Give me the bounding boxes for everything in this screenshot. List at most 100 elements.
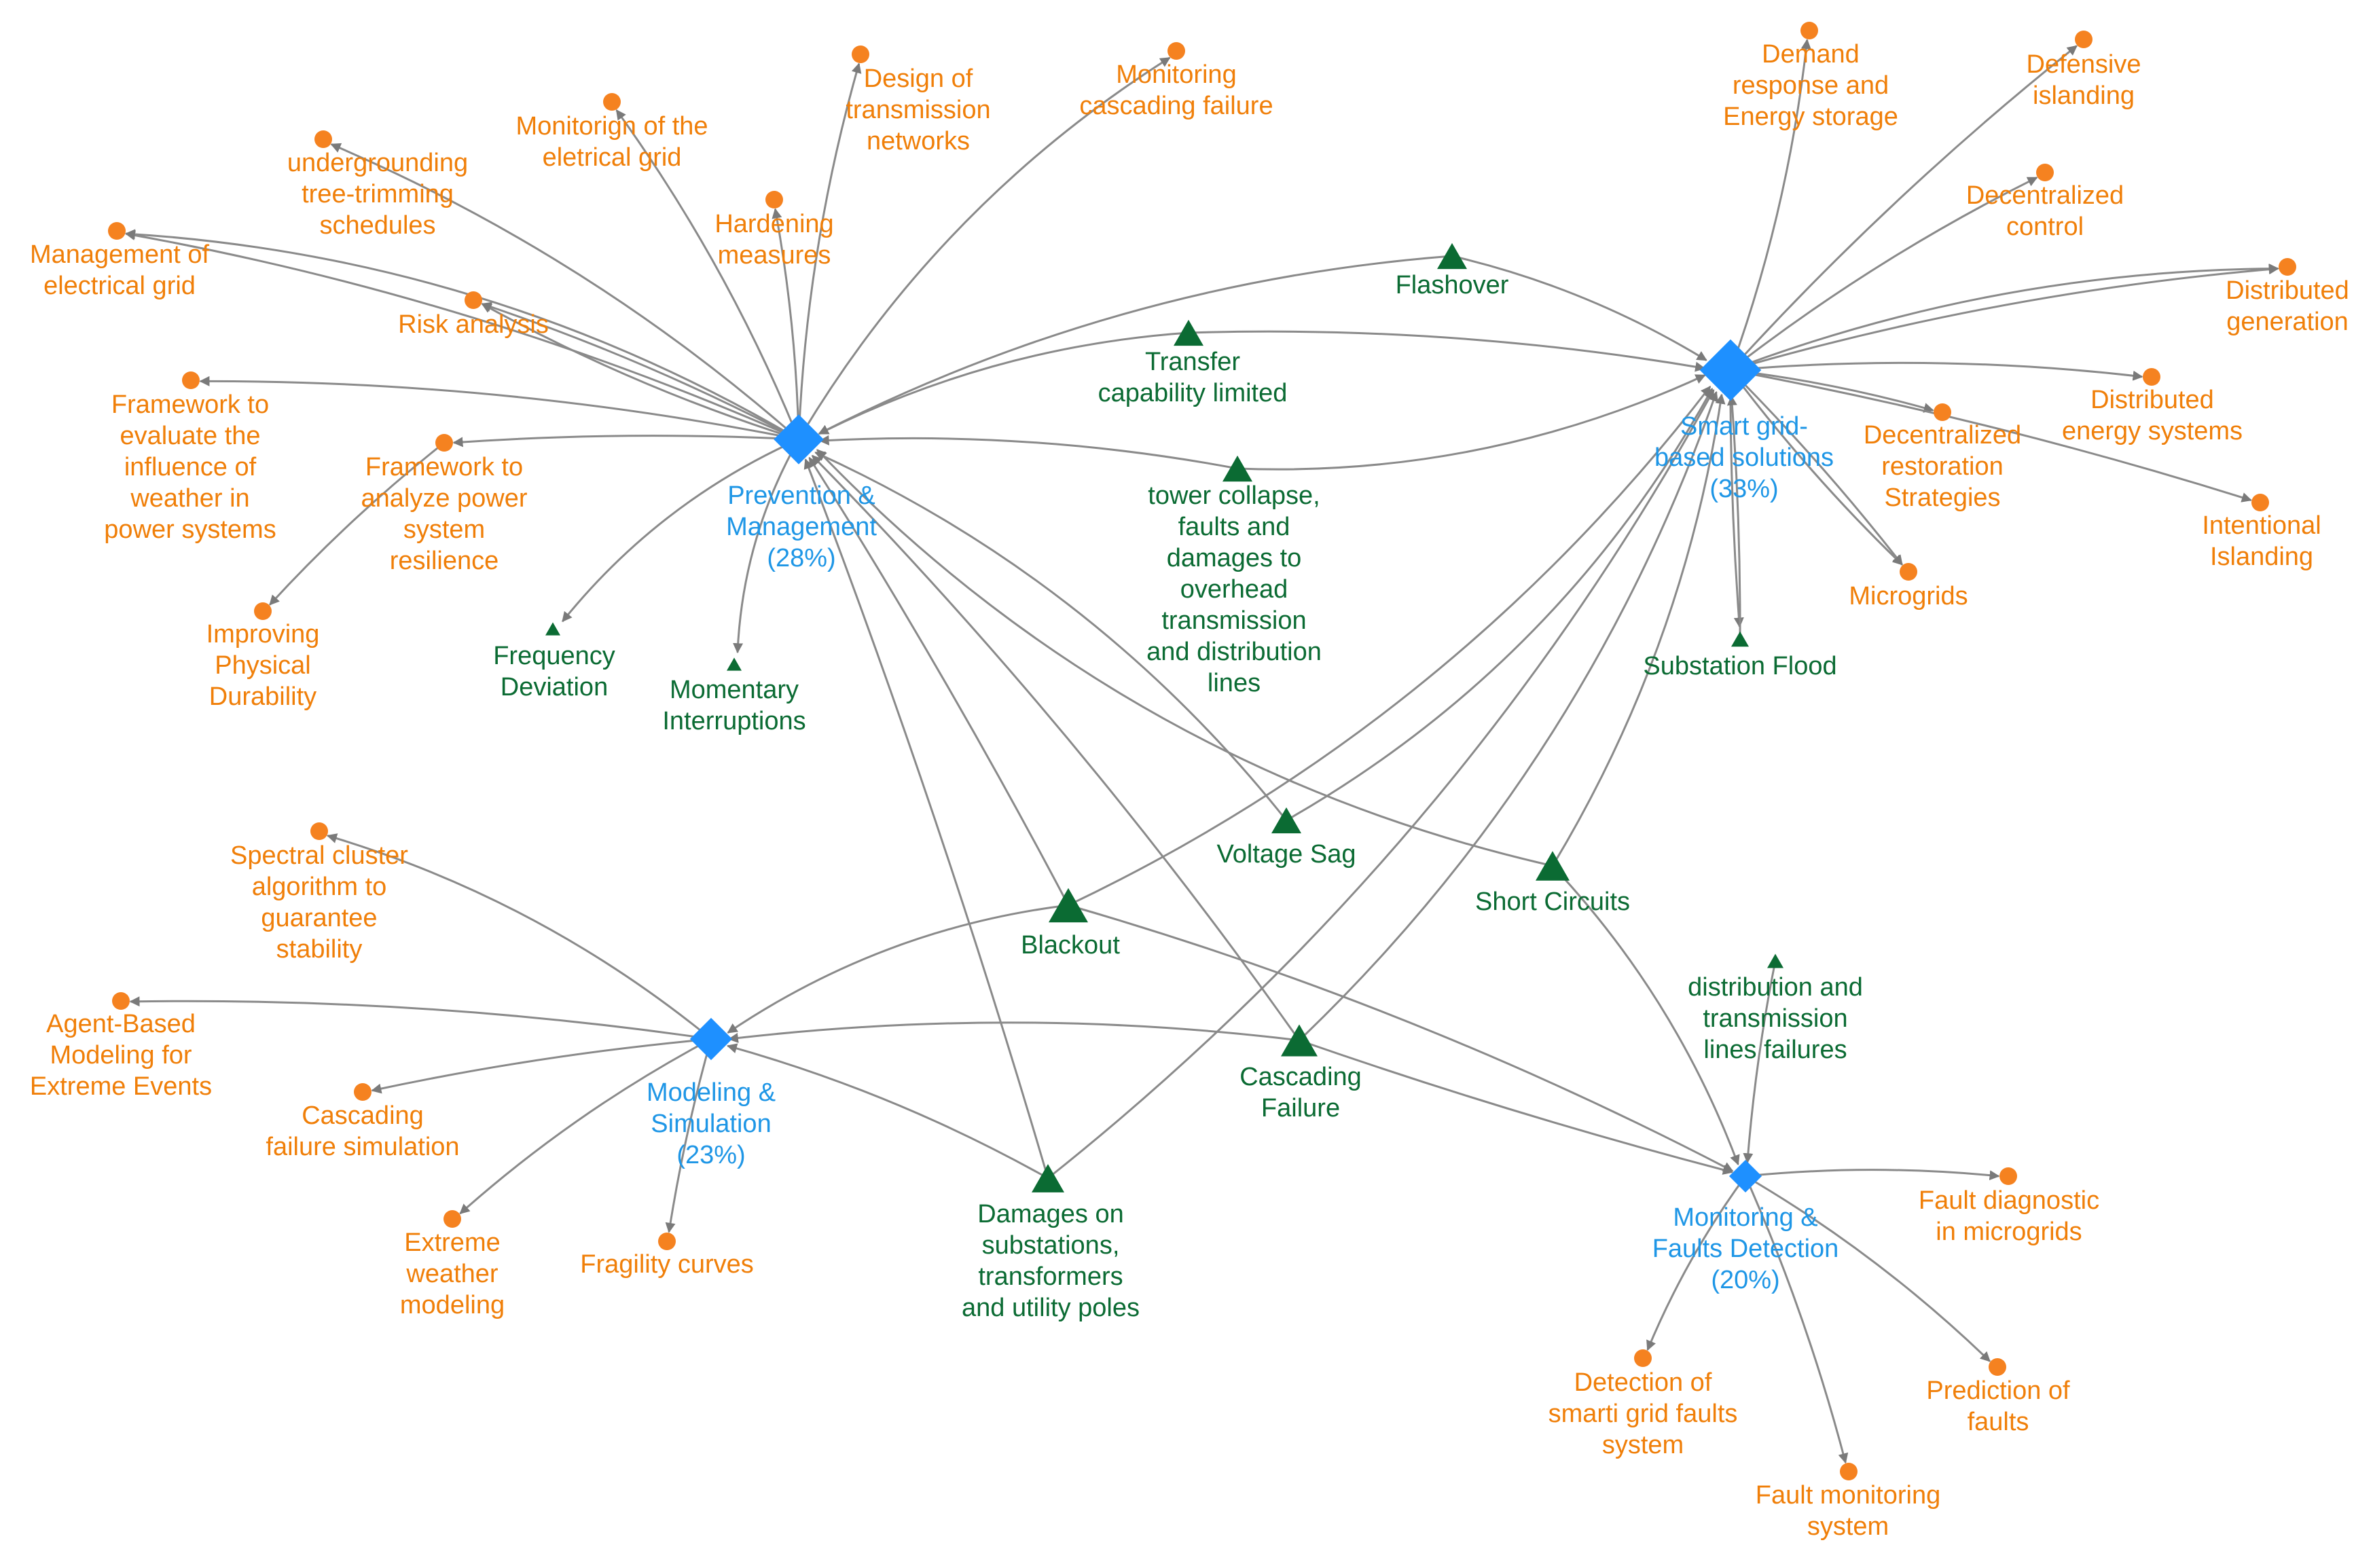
method-detect-sg-label-line: Detection of [1574,1368,1712,1397]
problem-short-circuits-triangle [1536,851,1570,881]
method-fault-mon-dot [1840,1463,1858,1480]
method-fault-mon-label-line: system [1807,1512,1889,1541]
method-spectral-label-line: Spectral cluster [230,841,408,870]
method-casc-sim-label-line: Cascading [302,1101,424,1130]
method-dist-energy-dot [2143,368,2160,386]
edge-flashover-to-sg [1451,255,1707,361]
problem-momentary-label-line: Interruptions [662,707,805,735]
method-int-island-label-line: Intentional [2202,511,2321,540]
problem-dist-trans-triangle [1767,953,1783,968]
problem-damages-label-line: and utility poles [962,1294,1140,1322]
problem-cascading-label-line: Cascading [1239,1063,1362,1091]
edge-sg-to-dist_gen [1730,264,2279,371]
method-phys-dur-dot [254,602,272,620]
method-demand-label-line: Energy storage [1723,103,1898,131]
problem-substation-flood-label-line: Substation Flood [1643,652,1836,680]
method-fault-micro-label-line: Fault diagnostic [1919,1186,2099,1215]
problem-transfer-label-line: capability limited [1098,379,1288,407]
method-casc-sim-label-line: failure simulation [266,1133,459,1161]
method-fragility-label: Fragility curves [580,1250,754,1279]
problem-momentary-label-line: Momentary [670,676,799,704]
edge-pm-to-mon_cascade [797,56,1171,440]
hub-mf-diamond [1728,1159,1762,1193]
problem-tower-label-line: faults and [1178,513,1290,541]
hub-mf-label-line: (20%) [1711,1266,1779,1294]
edge-damages-to-ms [726,1043,1049,1180]
method-abm-dot [112,992,130,1010]
method-abm-label-line: Agent-Based [46,1010,196,1038]
method-ext-weather-label-line: modeling [400,1291,505,1319]
problem-tower-label-line: and distribution [1146,638,1322,666]
edge-sg-to-int_island [1730,369,2252,503]
method-mon-grid-label-line: eletrical grid [543,143,682,172]
edge-pm-to-fw_weather [199,376,799,441]
method-design-tn-label-line: networks [867,127,970,156]
method-mgmt-grid-label-line: Management of [30,240,209,269]
edge-cascading-to-mf [1299,1039,1733,1175]
edge-mf-to-detect_sg [1646,1175,1747,1351]
edge-ms-to-spectral [326,833,712,1040]
method-ext-weather-dot [443,1210,461,1228]
edge-pm-to-momentary [733,439,800,654]
hub-mf-label-line: Faults Detection [1652,1235,1839,1263]
edge-short_circuits-to-pm [816,449,1553,867]
hub-pm-label-line: Prevention & [727,481,875,510]
method-spectral-label-line: algorithm to [252,873,387,901]
method-dec-control-label-line: control [2006,213,2084,241]
method-detect-sg-label-line: smarti grid faults [1548,1400,1738,1428]
problem-damages-label-line: substations, [982,1231,1120,1260]
edge-blackout-to-mf [1068,904,1734,1172]
method-dec-rest-label-line: Strategies [1884,484,2000,512]
method-risk-dot [465,291,482,309]
problem-voltage-sag-label-line: Voltage Sag [1217,840,1356,869]
problem-substation-flood-triangle [1731,631,1749,647]
method-mon-cascade-label-line: cascading failure [1079,92,1273,120]
method-detect-sg-dot [1634,1349,1652,1367]
hub-ms-label-line: (23%) [676,1141,745,1169]
hub-ms-label: Modeling &Simulation(23%) [647,1078,776,1169]
edge-sg-to-dist_gen [1730,263,2279,371]
hub-sg-label: Smart grid-based solutions(33%) [1654,412,1834,503]
hub-pm-label-line: (28%) [767,544,835,572]
method-ext-weather-label-line: weather [405,1260,499,1288]
method-fw-resil-label-line: resilience [390,547,499,575]
edge-tower-to-pm [818,435,1238,470]
method-dec-control-dot [2036,164,2054,181]
method-mgmt-grid-dot [108,222,126,240]
problem-voltage-sag-triangle [1271,807,1301,834]
hub-pm-label-line: Management [726,513,877,541]
method-design-tn-label-line: Design of [864,65,973,93]
problem-freq-triangle [545,622,560,636]
problem-damages-triangle [1032,1164,1064,1192]
hub-ms-label-line: Simulation [651,1110,771,1138]
edge-short_circuits-to-sg [1551,393,1726,867]
method-fw-resil-label-line: system [403,515,485,544]
method-dist-gen-dot [2279,258,2296,276]
edge-fw_resil-to-phys_dur [269,441,445,606]
method-dec-control-label-line: Decentralized [1966,181,2124,210]
edge-pm-to-mon_grid [615,109,800,440]
edge-transfer-to-pm [818,331,1189,435]
method-design-tn-dot [852,45,869,63]
problem-cascading-label-line: Failure [1261,1094,1340,1123]
method-fw-weather-label-line: weather in [130,484,249,513]
method-fw-weather-label-line: Framework to [111,390,269,419]
method-spectral-label-line: guarantee [261,904,377,932]
method-mon-cascade-label-line: Monitoring [1116,60,1236,89]
method-abm-label-line: Modeling for [50,1041,192,1070]
edge-cascading-to-sg [1298,390,1718,1042]
problem-tower-label-line: lines [1208,669,1261,697]
problem-transfer-triangle [1174,319,1203,346]
